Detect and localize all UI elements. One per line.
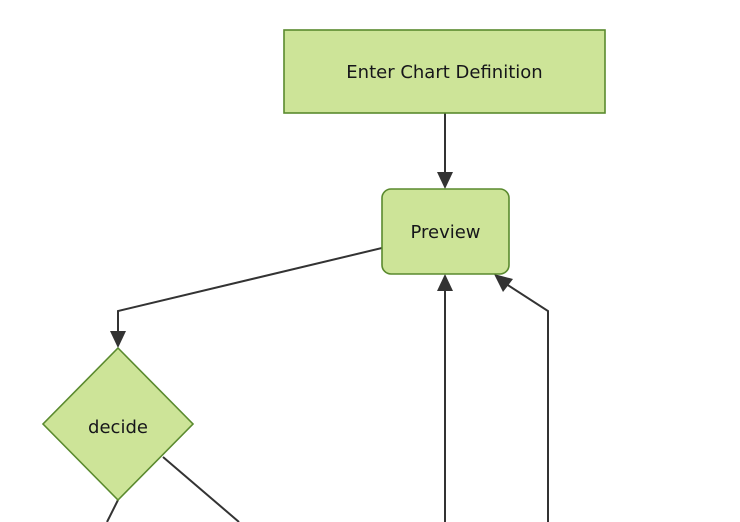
edge-line [117,247,383,341]
node-rectangle-shape [283,29,606,114]
arrowhead-down-icon [110,331,126,348]
edge-decide-down-right [162,456,240,522]
arrowhead-upleft-icon [494,274,513,292]
node-label: decide [88,417,148,438]
edge-enter-to-preview [437,113,453,189]
edge-line [106,499,119,522]
node-rounded-rectangle-shape [381,188,510,275]
node-layer: Enter Chart Definition Preview decide [41,29,606,502]
edge-bottom-right-to-preview [494,274,549,522]
node-label: Enter Chart Definition [346,62,542,83]
node-decide[interactable]: decide [41,346,195,502]
edge-layer [106,113,549,522]
edge-decide-down-left [106,499,119,522]
edge-preview-to-decide [110,247,383,348]
edge-line [499,279,549,522]
arrowhead-up-icon [437,274,453,291]
node-label: Preview [410,222,480,243]
arrowhead-down-icon [437,172,453,189]
node-preview[interactable]: Preview [381,188,510,275]
node-diamond-shape [41,346,195,502]
edge-bottom-center-to-preview [437,274,453,522]
edge-line [162,456,240,522]
node-enter-chart-definition[interactable]: Enter Chart Definition [283,29,606,114]
